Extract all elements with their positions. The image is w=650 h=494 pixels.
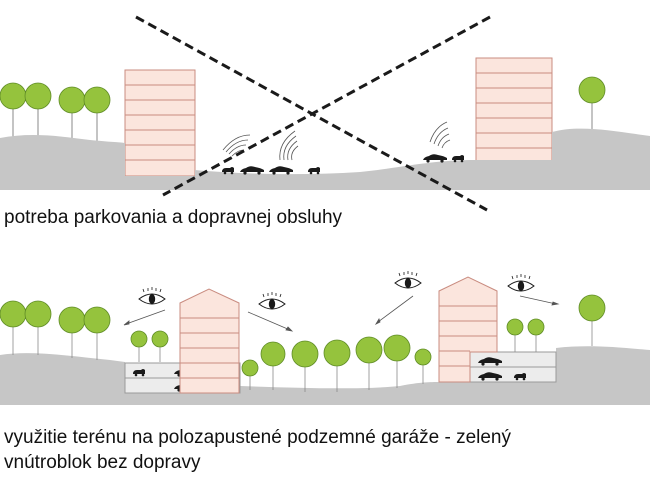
tree-icon [527, 318, 545, 352]
tree-icon [506, 318, 524, 352]
tree-icon [83, 86, 111, 141]
ground-bottom [0, 346, 650, 405]
car-icon [478, 357, 502, 366]
tree-group-top-left [0, 82, 111, 141]
car-icon [514, 373, 526, 381]
car-icon [452, 155, 464, 163]
noise-wave-icon [222, 134, 251, 157]
tree-icon [355, 336, 383, 390]
tree-icon [241, 359, 259, 390]
caption-top: potreba parkovania a dopravnej obsluhy [4, 207, 343, 228]
tree-icon [151, 330, 169, 362]
car-icon [308, 167, 320, 175]
noise-wave-icon [429, 121, 451, 149]
noise-waves-top [222, 121, 451, 161]
tree-icon [414, 348, 432, 384]
tree-icon [58, 86, 86, 140]
building-bottom-right [438, 276, 498, 383]
noise-wave-icon [279, 130, 299, 161]
car-icon [269, 166, 293, 175]
tree-icon [130, 330, 148, 362]
eye-icon [258, 292, 286, 310]
eye-icon [138, 287, 166, 305]
ground-top [0, 128, 650, 190]
top-section [0, 15, 650, 212]
trees-bottom [0, 294, 606, 392]
tree-icon [58, 306, 86, 358]
eye-icon [394, 271, 422, 289]
tree-icon [0, 300, 27, 355]
car-icon [133, 369, 145, 377]
tree-icon [578, 294, 606, 346]
tree-icon [0, 82, 27, 137]
tree-icon [383, 334, 411, 388]
eye-icon [507, 274, 535, 292]
dashed-x-cross-icon [135, 15, 491, 212]
tree-icon [323, 339, 351, 392]
cars-top-street [222, 154, 464, 175]
building-bottom-left [179, 288, 240, 394]
building-top-left [124, 69, 196, 177]
car-icon [222, 167, 234, 175]
car-icon [240, 166, 264, 175]
sight-lines [123, 295, 560, 332]
caption-bottom-line-1: využitie terénu na polozapustené podzemn… [4, 427, 511, 448]
tree-icon [291, 340, 319, 392]
bottom-section [0, 271, 650, 405]
caption-bottom-line-2: vnútroblok bez dopravy [4, 452, 201, 473]
tree-icon [24, 82, 52, 137]
caption-bottom: využitie terénu na polozapustené podzemn… [4, 425, 511, 475]
tree-icon [83, 306, 111, 360]
car-icon [478, 372, 502, 381]
tree-icon [24, 300, 52, 355]
car-icon [423, 154, 447, 163]
tree-icon [260, 341, 286, 390]
tree-icon [578, 76, 606, 132]
building-top-right [475, 57, 553, 165]
